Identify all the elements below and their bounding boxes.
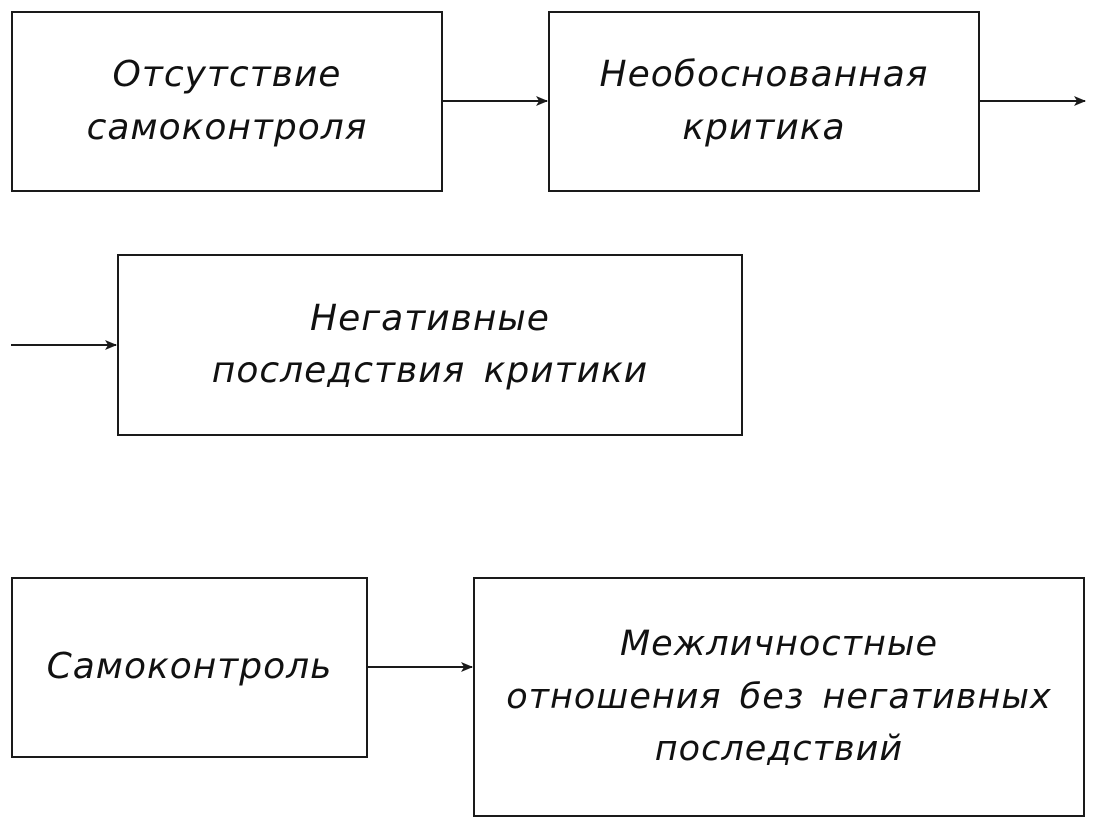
box-unfounded-criticism: Необоснованная критика xyxy=(548,11,980,192)
box-label-unfounded-criticism: Необоснованная критика xyxy=(599,54,929,148)
box-self-control: Самоконтроль xyxy=(11,577,368,758)
box-label-lack-of-self-control: Отсутствие самоконтроля xyxy=(86,54,368,148)
box-relations-without-negative: Межличностные отношения без негативных п… xyxy=(473,577,1085,817)
box-lack-of-self-control: Отсутствие самоконтроля xyxy=(11,11,443,192)
box-label-self-control: Самоконтроль xyxy=(46,646,333,688)
box-label-relations-without-negative: Межличностные отношения без негативных п… xyxy=(506,624,1052,770)
box-label-negative-consequences: Негативные последствия критики xyxy=(211,297,649,391)
box-negative-consequences: Негативные последствия критики xyxy=(117,254,743,436)
